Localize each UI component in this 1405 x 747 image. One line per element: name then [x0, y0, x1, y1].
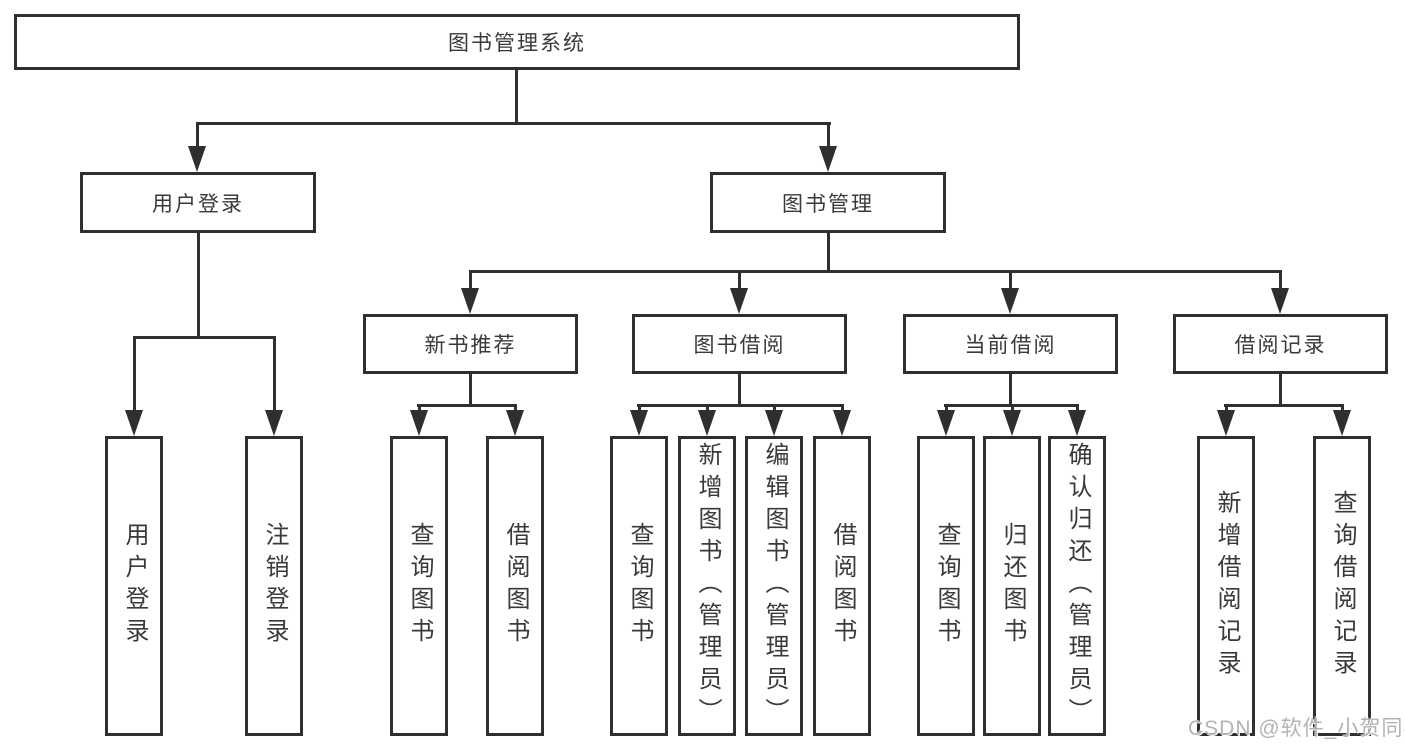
- arrowhead-book-mgmt: [819, 146, 837, 172]
- leaf-nb-query-books: 查询图书: [390, 436, 448, 736]
- leaf-cb-confirm-return-admin: 确认归还（管理员）: [1048, 436, 1106, 736]
- connector-user-login-stem: [197, 233, 200, 339]
- arrowhead-bb-borrow: [833, 410, 851, 436]
- arrowhead-br-query: [1333, 410, 1351, 436]
- leaf-bb-query-books-label: 查询图书: [626, 522, 653, 650]
- arrowhead-bb-edit: [765, 410, 783, 436]
- connector-drop-logout-leaf: [273, 336, 276, 412]
- arrowhead-nb-query: [410, 410, 428, 436]
- leaf-br-add-record: 新增借阅记录: [1197, 436, 1255, 736]
- node-new-book-recommend-label: 新书推荐: [424, 334, 517, 357]
- node-current-borrowing: 当前借阅: [903, 314, 1118, 374]
- connector-level3-rail: [469, 270, 1282, 273]
- node-book-management-label: 图书管理: [782, 192, 874, 216]
- connector-drop-current-borrow: [1009, 270, 1012, 290]
- connector-drop-borrow-record: [1279, 270, 1282, 290]
- connector-book-borrow-rail: [637, 404, 844, 407]
- leaf-bb-add-books-admin: 新增图书（管理员）: [678, 436, 736, 736]
- leaf-bb-edit-books-admin-label: 编辑图书（管理员）: [761, 442, 788, 730]
- arrowhead-br-add: [1217, 410, 1235, 436]
- node-book-borrowing: 图书借阅: [632, 314, 847, 374]
- leaf-nb-borrow-books: 借阅图书: [486, 436, 544, 736]
- leaf-bb-add-books-admin-label: 新增图书（管理员）: [694, 442, 721, 730]
- connector-book-mgmt-stem: [827, 233, 830, 273]
- leaf-cb-return-books-label: 归还图书: [999, 522, 1026, 650]
- connector-drop-user-login: [196, 122, 199, 148]
- leaf-user-logout-label: 注销登录: [261, 522, 288, 650]
- connector-drop-bb-query: [638, 404, 641, 414]
- leaf-bb-borrow-books: 借阅图书: [813, 436, 871, 736]
- leaf-user-login-label: 用户登录: [121, 522, 148, 650]
- connector-user-login-rail: [133, 336, 276, 339]
- connector-root-stem: [515, 70, 518, 125]
- connector-drop-br-query: [1341, 404, 1344, 414]
- node-user-login: 用户登录: [80, 172, 316, 233]
- leaf-cb-confirm-return-admin-label: 确认归还（管理员）: [1064, 442, 1091, 730]
- connector-book-borrow-stem: [738, 374, 741, 406]
- leaf-nb-query-books-label: 查询图书: [406, 522, 433, 650]
- leaf-bb-borrow-books-label: 借阅图书: [829, 522, 856, 650]
- connector-drop-book-borrow: [738, 270, 741, 290]
- connector-drop-cb-query: [945, 404, 948, 414]
- connector-new-book-stem: [469, 374, 472, 406]
- leaf-br-query-record: 查询借阅记录: [1313, 436, 1371, 736]
- connector-drop-login-leaf: [133, 336, 136, 412]
- connector-drop-book-mgmt: [827, 122, 830, 148]
- connector-drop-bb-edit: [773, 404, 776, 414]
- connector-drop-new-book: [469, 270, 472, 290]
- connector-drop-cb-return: [1011, 404, 1014, 414]
- node-current-borrowing-label: 当前借阅: [964, 334, 1057, 357]
- connector-new-book-rail: [417, 404, 517, 407]
- connector-drop-nb-query: [418, 404, 421, 414]
- node-book-borrowing-label: 图书借阅: [693, 334, 786, 357]
- connector-borrow-record-stem: [1279, 374, 1282, 406]
- arrowhead-cb-confirm: [1068, 410, 1086, 436]
- arrowhead-bb-add: [698, 410, 716, 436]
- arrowhead-book-borrow: [730, 288, 748, 314]
- connector-drop-br-add: [1225, 404, 1228, 414]
- node-borrowing-records-label: 借阅记录: [1234, 334, 1327, 357]
- leaf-br-add-record-label: 新增借阅记录: [1213, 490, 1240, 682]
- leaf-cb-query-books: 查询图书: [917, 436, 975, 736]
- arrowhead-user-login: [188, 146, 206, 172]
- arrowhead-borrow-record: [1271, 288, 1289, 314]
- csdn-watermark: CSDN @软件_小贺同学: [1188, 717, 1405, 740]
- node-root: 图书管理系统: [14, 14, 1020, 70]
- connector-drop-nb-borrow: [514, 404, 517, 414]
- leaf-user-login: 用户登录: [105, 436, 163, 736]
- connector-borrow-record-rail: [1224, 404, 1344, 407]
- node-book-management: 图书管理: [710, 172, 946, 233]
- leaf-bb-query-books: 查询图书: [610, 436, 668, 736]
- node-root-label: 图书管理系统: [448, 32, 586, 55]
- node-borrowing-records: 借阅记录: [1173, 314, 1388, 374]
- arrowhead-logout-leaf: [265, 410, 283, 436]
- leaf-bb-edit-books-admin: 编辑图书（管理员）: [745, 436, 803, 736]
- arrowhead-current-borrow: [1001, 288, 1019, 314]
- node-new-book-recommend: 新书推荐: [363, 314, 578, 374]
- connector-drop-bb-add: [706, 404, 709, 414]
- arrowhead-cb-query: [937, 410, 955, 436]
- arrowhead-cb-return: [1003, 410, 1021, 436]
- arrowhead-login-leaf: [125, 410, 143, 436]
- leaf-nb-borrow-books-label: 借阅图书: [502, 522, 529, 650]
- leaf-br-query-record-label: 查询借阅记录: [1329, 490, 1356, 682]
- connector-level2-rail: [196, 122, 831, 125]
- connector-current-borrow-stem: [1009, 374, 1012, 406]
- arrowhead-new-book: [461, 288, 479, 314]
- arrowhead-bb-query: [630, 410, 648, 436]
- node-user-login-label: 用户登录: [152, 192, 244, 216]
- leaf-cb-query-books-label: 查询图书: [933, 522, 960, 650]
- leaf-user-logout: 注销登录: [245, 436, 303, 736]
- connector-drop-bb-borrow: [841, 404, 844, 414]
- arrowhead-nb-borrow: [506, 410, 524, 436]
- connector-drop-cb-confirm: [1076, 404, 1079, 414]
- leaf-cb-return-books: 归还图书: [983, 436, 1041, 736]
